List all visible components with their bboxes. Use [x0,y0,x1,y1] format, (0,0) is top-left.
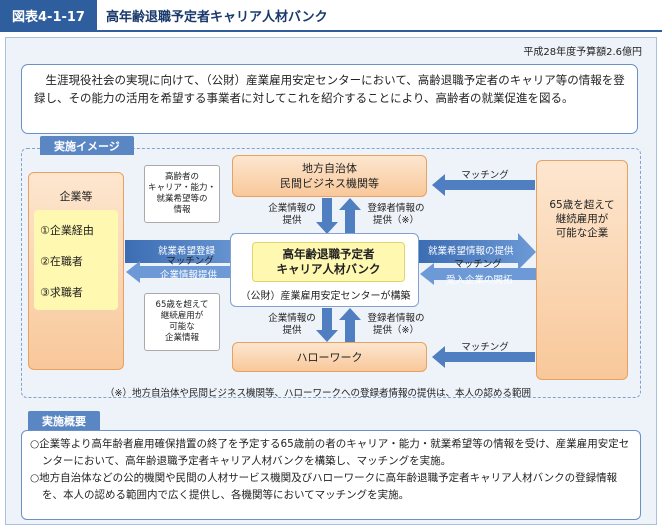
company-item-1: ①企業経由 [40,224,94,237]
label-bottom-down: 企業情報の 提供 [268,313,316,336]
label-top-down: 企業情報の 提供 [268,203,316,226]
note-company-info: 65歳を超えて 継続雇用が 可能な 企業情報 [144,293,220,351]
top-up-arrow [339,198,361,234]
summary-box: ○企業等より高年齢者雇用確保措置の終了を予定する65歳前の者のキャリア・能力・就… [21,430,641,520]
company-items-panel [34,210,118,310]
label-matching-right: マッチング [454,259,502,270]
career-bank-line2: キャリア人材バンク [276,262,381,276]
summary-tab: 実施概要 [28,411,100,430]
summary-item-2: ○地方自治体などの公的機関や民間の人材サービス機関及びハローワークに高年齢退職予… [30,472,618,501]
image-section-tab: 実施イメージ [40,136,134,155]
intro-text: 生涯現役社会の実現に向けて、（公財）産業雇用安定センターにおいて、高齢退職予定者… [21,64,638,134]
header-divider [0,30,662,32]
right-company-label: 65歳を超えて 継続雇用が 可能な企業 [549,199,615,239]
footnote: （※）地方自治体や民間ビジネス機関等、ハローワークへの登録者情報の提供は、本人の… [105,388,531,399]
career-bank-box: 高年齢退職予定者 キャリア人材バンク [252,242,405,282]
bottom-down-arrow [316,308,338,342]
hello-work-box [232,342,427,372]
figure-number: 図表4-1-17 [0,0,97,30]
label-matching-top: マッチング [461,170,509,181]
image-area [21,148,641,398]
right-to-center-arrow [420,263,536,285]
label-bottom-up: 登録者情報の 提供（※） [367,313,425,336]
label-matching-bottom: マッチング [461,342,509,353]
label-matching-left: マッチング [166,256,214,267]
local-gov-box [232,155,427,197]
summary-item-1: ○企業等より高年齢者雇用確保措置の終了を予定する65歳前の者のキャリア・能力・就… [30,438,630,467]
center-note: （公財）産業雇用安定センターが構築 [240,291,411,302]
figure-title: 高年齢退職予定者キャリア人材バンク [106,9,328,25]
label-top-up: 登録者情報の 提供（※） [367,203,425,226]
left-to-center-arrow [125,233,250,270]
matching-top-arrow [432,174,535,196]
local-gov-label: 地方自治体 民間ビジネス機関等 [280,162,379,190]
hello-work-label: ハローワーク [296,351,363,364]
note-senior-info: 高齢者の キャリア・能力・ 就業希望等の 情報 [144,165,220,223]
company-item-2: ②在職者 [40,255,83,268]
top-down-arrow [316,198,338,234]
company-item-3: ③求職者 [40,286,83,299]
center-to-right-arrow [419,233,536,270]
label-employment-info: 就業希望情報の提供 [428,246,514,257]
label-company-info: 企業情報提供 [160,270,218,281]
career-bank-line1: 高年齢退職予定者 [282,247,375,261]
budget-label: 平成28年度予算額2.6億円 [523,47,642,58]
matching-bottom-arrow [432,346,535,368]
center-to-left-arrow [126,261,232,283]
label-develop-companies: 受入企業の開拓 [446,275,513,286]
company-box-title: 企業等 [59,190,93,203]
label-registration: 就業希望登録 [158,246,216,257]
bottom-up-arrow [339,308,361,342]
right-company-box [536,160,628,380]
